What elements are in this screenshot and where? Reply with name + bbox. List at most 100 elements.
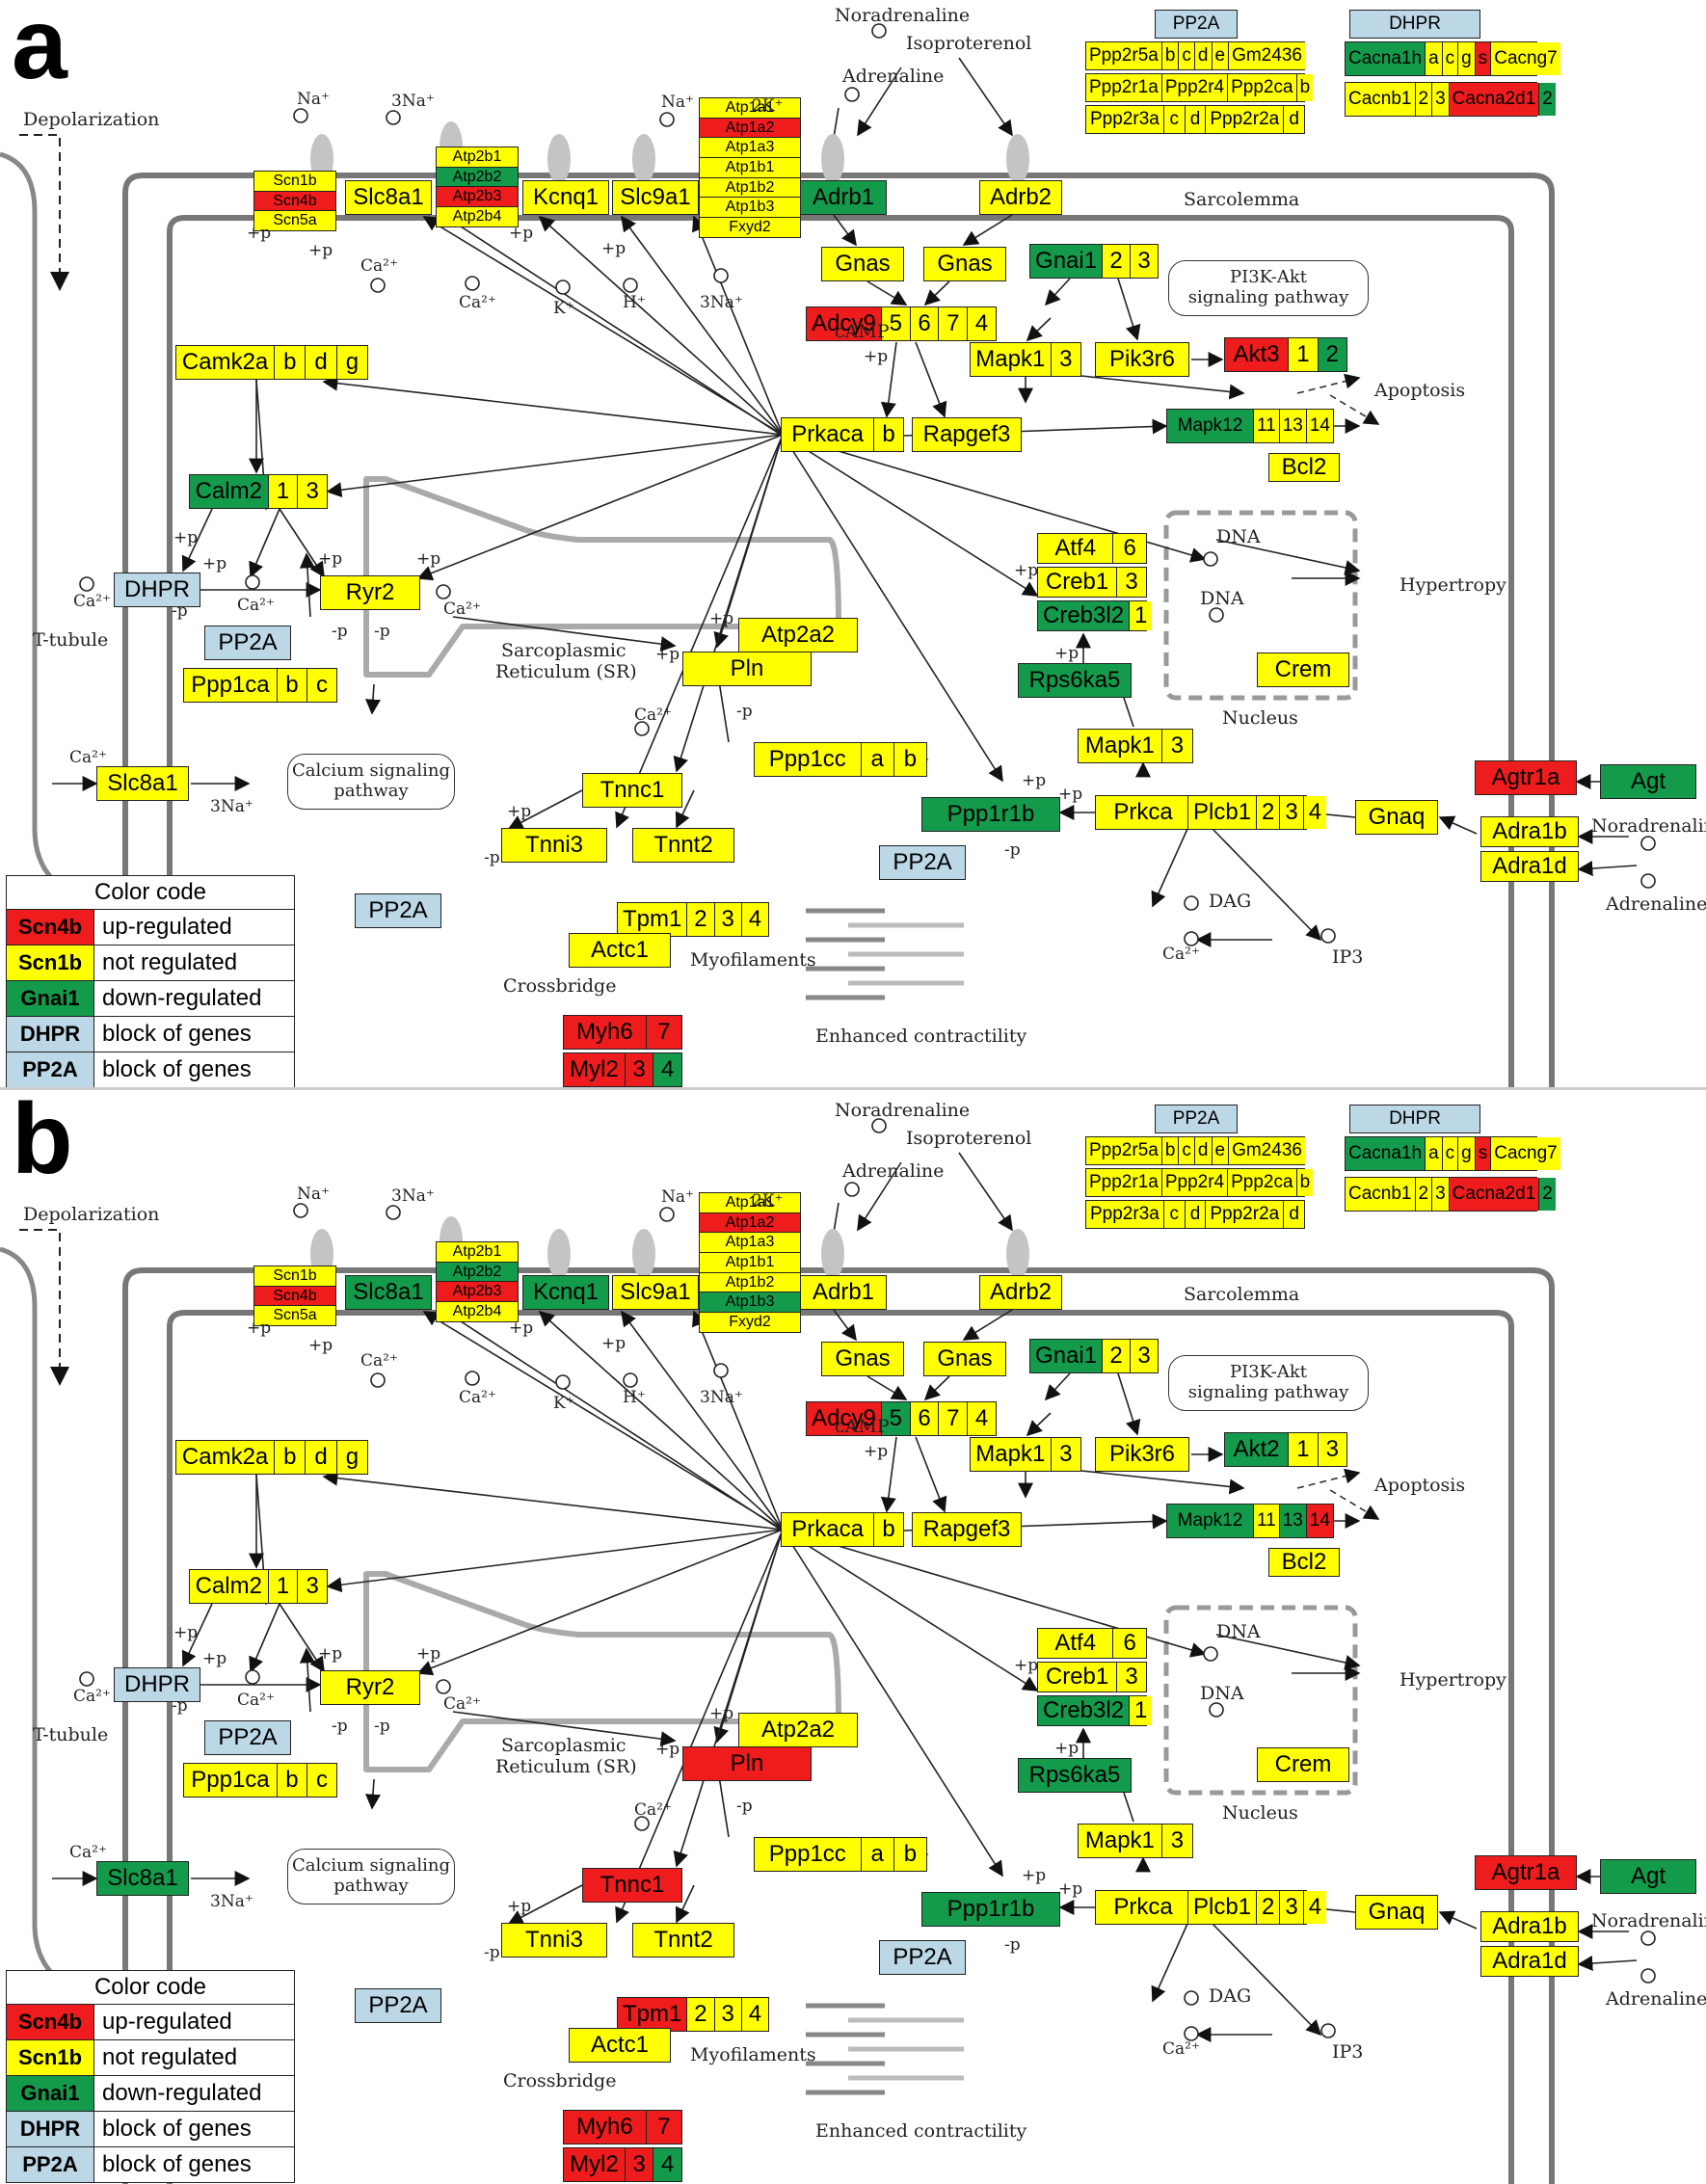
label-noradrenaline: Noradrenaline (835, 5, 971, 26)
gene-cell: Atf4 (1038, 534, 1113, 563)
ion-label: +p (416, 549, 441, 569)
legend-text: not regulated (102, 949, 238, 975)
gene-box-crem: Crem (1257, 653, 1349, 687)
gene-cell: Bcl2 (1269, 454, 1339, 481)
gene-cell: c (1441, 1137, 1458, 1170)
gene-cell: b (276, 669, 307, 702)
gene-cell: Tnni3 (502, 1924, 606, 1957)
gene-box-adrb2: Adrb2 (979, 180, 1062, 215)
gene-box-adra1b: Adra1b (1480, 816, 1579, 847)
ion-label: +p (1022, 1866, 1047, 1885)
gene-box-pp2a-mid: PP2A (204, 1720, 291, 1755)
gene-cell: Tnnt2 (633, 829, 733, 862)
gene-cell: 3 (1116, 1663, 1146, 1691)
gene-cell: 3 (1050, 1438, 1080, 1471)
label-adrenaline-r: Adrenaline (1606, 893, 1706, 915)
gene-cell: Mapk1 (1079, 1824, 1161, 1857)
gene-cell: 11 (1252, 410, 1279, 442)
gene-box-rapgef3: Rapgef3 (912, 1512, 1022, 1547)
pathway-arrow (1044, 278, 1071, 306)
gene-box-gnaq: Gnaq (1355, 800, 1438, 835)
molecule-node (634, 721, 650, 736)
pathway-arrow (1080, 375, 1245, 400)
gene-cell: Ppp2r3a (1086, 106, 1163, 133)
ion-label: +p (1014, 561, 1039, 580)
gene-box-tnnt2: Tnnt2 (632, 1923, 734, 1958)
pathway-arrow (880, 341, 897, 418)
stack-gene-row: Scn4b (254, 190, 335, 211)
gene-cell: b (873, 418, 903, 451)
gene-cell: Myh6 (564, 1016, 646, 1049)
gene-cell: Tnni3 (502, 829, 606, 862)
pathway-arrow (673, 1529, 784, 1868)
gene-box-atp2a2: Atp2a2 (738, 618, 858, 653)
gene-cell: Ryr2 (321, 1671, 419, 1704)
pathway-arrow (538, 1310, 784, 1531)
gene-cell: Cacng7 (1490, 42, 1560, 75)
gene-box-bcl2: Bcl2 (1268, 1548, 1340, 1577)
label-isoproterenol: Isoproterenol (906, 1128, 1032, 1149)
pathway-arrow (958, 1152, 1013, 1232)
molecule-node (79, 576, 94, 592)
molecule-node (293, 108, 308, 123)
gene-box-tnni3: Tnni3 (501, 1923, 607, 1958)
gene-cell: 13 (1278, 1505, 1306, 1537)
gene-box-atp2a2: Atp2a2 (738, 1713, 858, 1747)
ion-label: -p (1004, 1935, 1021, 1955)
gene-box-pik3r6: Pik3r6 (1095, 342, 1189, 377)
pathway-arrow (962, 1309, 1013, 1341)
gene-box-adrb1: Adrb1 (800, 180, 887, 215)
dashed-arrow (1329, 1489, 1380, 1520)
molecule-node (713, 1363, 729, 1378)
gene-cell: Ppp2r4 (1160, 1169, 1228, 1196)
dashed-arrow (1296, 1468, 1361, 1489)
molecule-node (386, 110, 401, 125)
gene-cell: Akt2 (1225, 1433, 1289, 1466)
ion-label: +p (509, 224, 534, 243)
gene-cell: Ppp2ca (1227, 1169, 1296, 1196)
stack-gene-row: Scn1b (254, 172, 335, 191)
gene-box-ppp1r1b: Ppp1r1b (921, 1892, 1060, 1927)
panel-separator (0, 1087, 1706, 1090)
gene-cell: Pln (683, 1747, 811, 1780)
gene-cell: 4 (1302, 1891, 1327, 1924)
stack-gene-row: Atp1a2 (700, 117, 800, 138)
ion-label: -p (484, 1943, 500, 1962)
ion-label: -p (172, 1696, 188, 1716)
gene-cell: Atp2a2 (739, 1714, 857, 1746)
gene-cell: DHPR (1350, 1105, 1479, 1132)
legend-text: block of genes (102, 2116, 252, 2142)
gene-cell: Slc8a1 (346, 181, 431, 214)
pathway-arrow (322, 1470, 784, 1531)
ion-label: +p (1022, 771, 1047, 790)
ion-label: K⁺ (553, 1394, 574, 1413)
gene-cell: Bcl2 (1269, 1549, 1339, 1576)
gene-cell: c (306, 1764, 336, 1797)
gene-box-adra1b: Adra1b (1480, 1911, 1579, 1942)
gene-cell: Myh6 (564, 2111, 646, 2144)
gene-cell: 3 (713, 903, 741, 936)
legend-swatch: PP2A (7, 2147, 94, 2182)
ion-label: +p (507, 1897, 532, 1916)
ion-label: +p (202, 554, 227, 573)
gene-cell: Ppp1cc (755, 743, 861, 776)
gene-cell: 7 (645, 1016, 681, 1049)
gene-cell: s (1474, 42, 1491, 75)
pathway-arrow (452, 1711, 677, 1747)
gene-cell: 3 (1431, 83, 1449, 116)
ion-label: +p (173, 1623, 199, 1642)
gene-cell: c (1162, 106, 1185, 133)
pathway-arrow (1577, 861, 1638, 877)
gene-cell: Adra1b (1481, 1912, 1578, 1941)
gene-cell: DHPR (115, 1668, 200, 1701)
gene-cell: PP2A (356, 894, 440, 927)
gene-box-adrb1: Adrb1 (800, 1275, 887, 1310)
ion-label: H⁺ (623, 1388, 646, 1407)
